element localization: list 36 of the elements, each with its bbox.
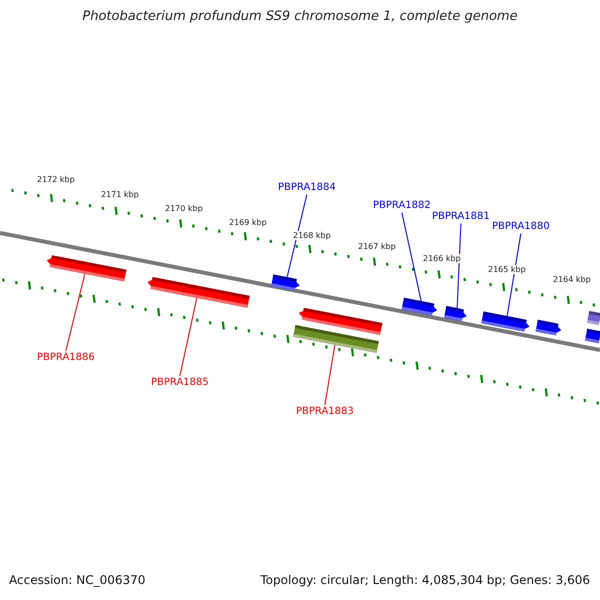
gene-label: PBPRA1883 — [296, 406, 354, 418]
accession-text: Accession: NC_006370 — [9, 574, 146, 588]
scale-label: 2166 kbp — [423, 254, 461, 264]
gene-block — [584, 328, 600, 344]
gene-block — [481, 312, 530, 332]
gene-block — [271, 274, 300, 291]
gene-label: PBPRA1885 — [151, 377, 209, 388]
scale-label: 2168 kbp — [293, 231, 331, 240]
gene-label: PBPRA1881 — [432, 211, 490, 222]
gene-label: PBPRA1880 — [492, 221, 550, 232]
scale-label: 2172 kbp — [37, 175, 75, 184]
gene-block — [298, 308, 382, 335]
scale-label: 2169 kbp — [229, 218, 267, 228]
leader-line — [401, 212, 422, 302]
scale-label: 2164 kbp — [553, 275, 591, 284]
title: Photobacterium profundum SS9 chromosome 1, complete genome — [81, 10, 519, 25]
scale-label: 2165 kbp — [488, 265, 526, 274]
scale-label: 2170 kbp — [165, 204, 203, 214]
genome-info-text: Topology: circular; Length: 4,085,304 bp; Genes: 3,606 — [260, 574, 590, 588]
gene-block — [536, 320, 562, 336]
leader-line — [179, 297, 198, 376]
gene-block — [444, 306, 467, 322]
gene-label: PBPRA1882 — [373, 200, 431, 212]
gene-block — [402, 298, 438, 316]
gene-label: PBPRA1884 — [278, 182, 336, 194]
gene-label: PBPRA1886 — [37, 352, 95, 364]
gene-block — [586, 310, 600, 326]
scale-label: 2167 kbp — [358, 242, 396, 252]
leader-line — [324, 344, 336, 406]
gene-block — [46, 255, 126, 282]
scale-label: 2171 kbp — [101, 190, 139, 200]
leader-line — [456, 223, 462, 309]
leader-line — [506, 233, 522, 317]
gene-block — [147, 277, 250, 308]
leader-line — [65, 273, 86, 352]
leader-line — [286, 194, 308, 278]
